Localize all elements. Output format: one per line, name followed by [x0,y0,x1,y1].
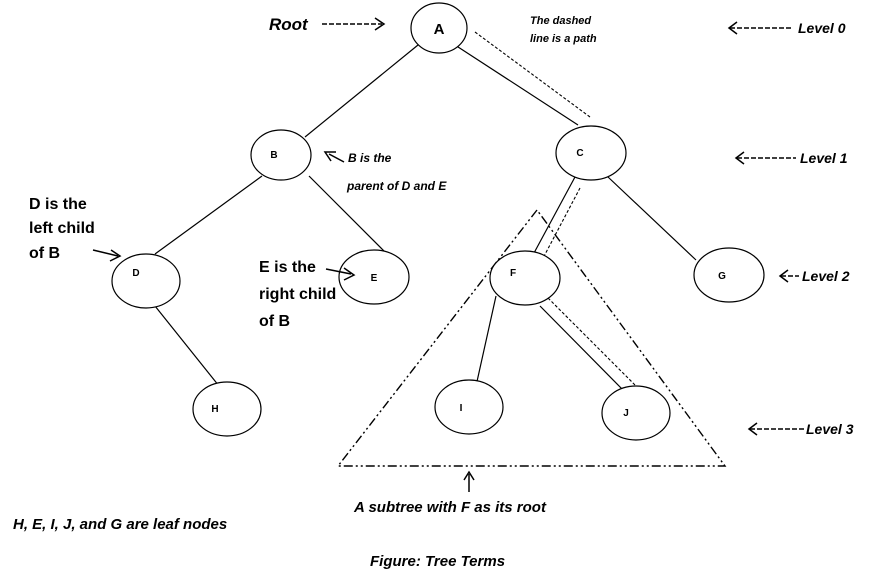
edge-b-e [308,175,388,255]
node-f: F [489,250,561,306]
leaf-nodes-label: H, E, I, J, and G are leaf nodes [13,516,227,533]
node-b-circle [250,129,312,181]
subtree-label: A subtree with F as its root [353,499,547,516]
node-c: C [555,125,627,181]
node-c-label: C [576,148,583,159]
level-0-label: Level 0 [727,20,846,36]
node-j: J [601,385,671,441]
node-d: D [111,253,181,309]
dashed-note-line1: The dashed [530,15,591,27]
node-a-circle [410,2,468,54]
d-left-line3: of B [29,245,60,262]
node-f-label: F [510,268,516,279]
subtree-arrow-head [463,470,475,481]
edge-f-j [539,305,626,393]
node-c-circle [555,125,627,181]
level-2-arrow-head [778,269,789,283]
node-h-circle [192,381,262,437]
node-b: B [250,129,312,181]
level-0-arrow-head [727,21,738,35]
node-e: E [338,249,410,305]
node-i-label: I [460,403,463,414]
d-left-line1: D is the [29,196,87,213]
e-right-arrow-head [343,267,356,281]
edge-f-i [475,295,497,387]
edge-c-f [533,176,576,254]
e-right-line1: E is the [259,259,316,276]
node-e-circle [338,249,410,305]
node-e-label: E [371,273,378,284]
edge-a-b [304,44,419,138]
level-1-label: Level 1 [734,150,848,166]
node-a-label: A [434,21,445,38]
level-0-text: Level 0 [798,20,846,36]
node-g-label: G [718,271,726,282]
level-1-arrow-head [734,151,745,165]
level-3-label: Level 3 [747,421,854,437]
level-2-label: Level 2 [778,268,850,284]
d-left-arrow-line [92,249,119,257]
root-arrow-head [374,17,386,31]
e-right-line2: right child [259,286,336,303]
root-label: Root [269,15,309,34]
dashed-path [474,31,643,393]
node-j-label: J [623,408,629,419]
path-a-c [474,31,591,118]
dashed-note-line2: line is a path [530,33,597,45]
node-i-circle [434,379,504,435]
node-h-label: H [211,404,218,415]
b-parent-arrow-line [328,153,345,163]
figure-caption: Figure: Tree Terms [370,553,505,570]
node-f-circle [489,250,561,306]
b-parent-arrow-head [323,151,336,162]
node-g-circle [693,247,765,303]
edge-d-h [154,305,220,387]
node-a: A [410,2,468,54]
level-1-text: Level 1 [800,150,848,166]
node-h: H [192,381,262,437]
b-parent-line1: B is the [348,151,392,165]
node-d-circle [111,253,181,309]
b-parent-line2: parent of D and E [346,179,447,193]
edge-c-g [607,176,697,261]
edge-b-d [154,175,263,255]
node-g: G [693,247,765,303]
node-b-label: B [270,150,277,161]
level-3-text: Level 3 [806,421,854,437]
node-d-label: D [132,268,139,279]
d-left-arrow-head [109,249,122,262]
path-f-j [547,297,643,393]
e-right-line3: of B [259,313,290,330]
d-left-line2: left child [29,220,95,237]
e-right-arrow-line [325,268,352,275]
node-j-circle [601,385,671,441]
level-2-text: Level 2 [802,268,850,284]
node-i: I [434,379,504,435]
edge-a-c [454,44,579,126]
subtree-triangle [336,208,727,467]
level-3-arrow-head [747,422,758,436]
path-c-f [540,187,581,263]
tree-edges [154,44,697,393]
